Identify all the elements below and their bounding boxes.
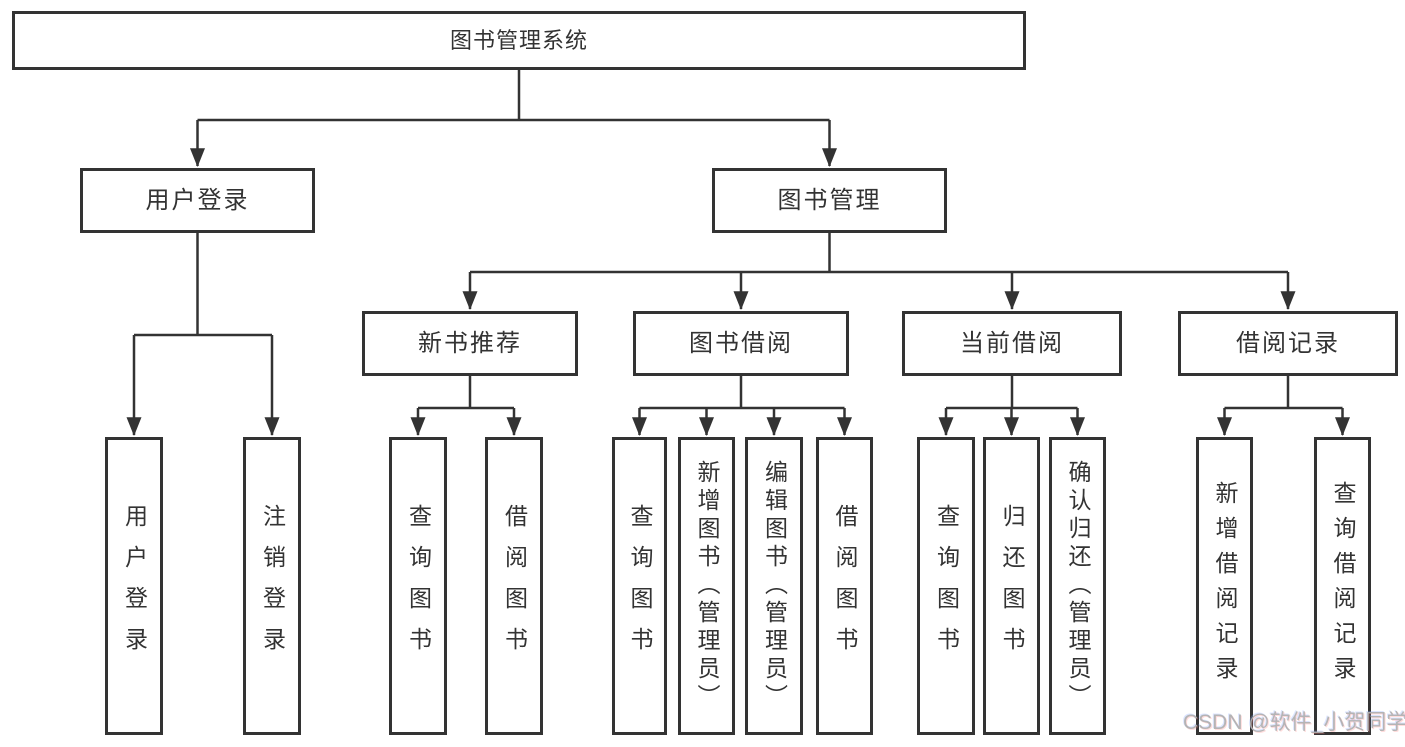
leaf-logout: 注销登录	[243, 437, 301, 735]
leaf-confirm-return-admin: 确认归还（管理员）	[1049, 437, 1106, 735]
node-book-borrowing-label: 图书借阅	[689, 329, 793, 357]
leaf-logout-label: 注销登录	[259, 504, 286, 668]
leaf-edit-book-admin: 编辑图书（管理员）	[745, 437, 803, 735]
node-user-login: 用户登录	[80, 168, 315, 233]
node-new-book-recommend-label: 新书推荐	[418, 329, 522, 357]
leaf-query-books-borrow: 查询图书	[612, 437, 667, 735]
leaf-query-books-recommend: 查询图书	[389, 437, 447, 735]
leaf-query-books-current-label: 查询图书	[933, 504, 960, 668]
leaf-borrow-books-borrow: 借阅图书	[816, 437, 873, 735]
leaf-user-login-label: 用户登录	[121, 504, 148, 668]
node-current-borrowing-label: 当前借阅	[960, 329, 1064, 357]
leaf-query-borrow-record-label: 查询借阅记录	[1330, 481, 1356, 691]
leaf-borrow-books-recommend-label: 借阅图书	[501, 504, 528, 668]
node-current-borrowing: 当前借阅	[902, 311, 1122, 376]
leaf-add-borrow-record: 新增借阅记录	[1196, 437, 1253, 735]
node-root-system-label: 图书管理系统	[449, 27, 588, 53]
leaf-return-book-label: 归还图书	[999, 504, 1025, 668]
leaf-confirm-return-admin-label: 确认归还（管理员）	[1065, 460, 1091, 712]
leaf-query-borrow-record: 查询借阅记录	[1314, 437, 1371, 735]
leaf-borrow-books-borrow-label: 借阅图书	[832, 504, 858, 668]
node-new-book-recommend: 新书推荐	[362, 311, 578, 376]
node-book-borrowing: 图书借阅	[633, 311, 849, 376]
leaf-return-book: 归还图书	[983, 437, 1040, 735]
leaf-add-book-admin-label: 新增图书（管理员）	[694, 460, 720, 712]
node-book-management: 图书管理	[712, 168, 947, 233]
node-book-management-label: 图书管理	[777, 186, 882, 214]
leaf-add-book-admin: 新增图书（管理员）	[678, 437, 735, 735]
node-borrowing-records: 借阅记录	[1178, 311, 1398, 376]
leaf-user-login: 用户登录	[105, 437, 163, 735]
leaf-query-books-borrow-label: 查询图书	[627, 504, 653, 668]
leaf-add-borrow-record-label: 新增借阅记录	[1212, 481, 1238, 691]
node-borrowing-records-label: 借阅记录	[1236, 329, 1340, 357]
leaf-query-books-recommend-label: 查询图书	[405, 504, 432, 668]
csdn-watermark: CSDN @软件_小贺同学	[1183, 711, 1405, 734]
node-root-system: 图书管理系统	[12, 11, 1026, 70]
leaf-edit-book-admin-label: 编辑图书（管理员）	[761, 460, 788, 712]
node-user-login-label: 用户登录	[145, 186, 250, 214]
leaf-query-books-current: 查询图书	[917, 437, 975, 735]
leaf-borrow-books-recommend: 借阅图书	[485, 437, 543, 735]
